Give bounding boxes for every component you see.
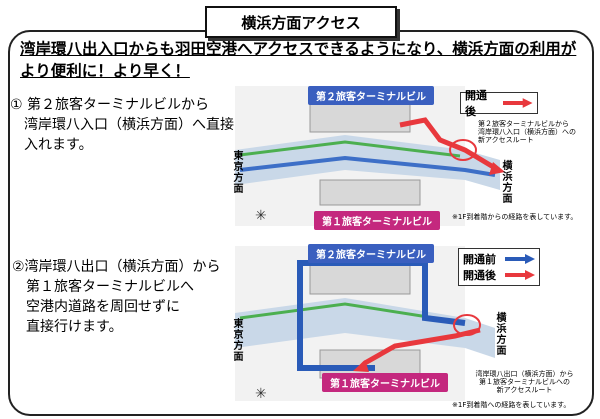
- map2-legend: 開通前 開通後: [458, 248, 540, 286]
- map1-legend-after-label: 開通後: [465, 89, 487, 118]
- map1-route-note: 第２旅客ターミナルビルから 湾岸環八入口（横浜方面）への 新アクセスルート: [478, 120, 576, 144]
- map1-compass-icon: ✳: [255, 208, 267, 224]
- map1-terminal2-label: 第２旅客ターミナルビル: [308, 86, 434, 105]
- map1-tokyo-label: 東京方面: [231, 150, 242, 194]
- map2-yokohama-label: 横浜方面: [494, 312, 505, 356]
- page-title: 横浜方面アクセス: [205, 6, 397, 38]
- map1-road-blue: [239, 155, 496, 177]
- headline: 湾岸環八出入口からも羽田空港へアクセスできるようになり、横浜方面の利用がより便利…: [20, 40, 577, 80]
- map1-road-green: [239, 140, 461, 158]
- map1-terminal2-building: [309, 101, 411, 133]
- map2-footnote: ※1F到着階への経路を表しています。: [452, 401, 571, 409]
- map2-terminal2-label: 第２旅客ターミナルビル: [308, 244, 434, 263]
- red-arrow-icon: [503, 98, 533, 108]
- map2-terminal1-label: 第１旅客ターミナルビル: [322, 373, 448, 392]
- blue-arrow-icon: [505, 254, 535, 264]
- map1-new-route: [399, 117, 497, 171]
- step1-text: ① 第２旅客ターミナルビルから 湾岸環八入口（横浜方面）へ直接 入れます。: [10, 97, 234, 153]
- map2-legend-before-label: 開通前: [463, 253, 496, 266]
- red-arrow-icon: [505, 270, 535, 280]
- map1-terminal1-label: 第１旅客ターミナルビル: [314, 211, 440, 230]
- map2-terminal2-building: [309, 263, 411, 295]
- map2-legend-before: 開通前: [463, 251, 535, 267]
- step2-text: ②湾岸環八出口（横浜方面）から 第１旅客ターミナルビルへ 空港内道路を周回せずに…: [12, 259, 221, 335]
- map2-road-green: [239, 302, 461, 324]
- map1-footnote: ※1F到着階からの経路を表しています。: [452, 213, 578, 221]
- map1-legend-after: 開通後: [465, 89, 533, 118]
- map1-legend: 開通後: [460, 89, 538, 118]
- map1-terminal1-building: [319, 179, 421, 206]
- map2-old-route: [297, 260, 466, 371]
- map1-yokohama-label: 横浜方面: [500, 160, 511, 204]
- map2-compass-icon: ✳: [255, 386, 267, 402]
- map2-legend-after-label: 開通後: [463, 269, 496, 282]
- airport-map-1: ✳: [235, 86, 505, 226]
- map1-highlight-circle: [449, 139, 477, 161]
- map2-new-route-arrow: [353, 360, 369, 372]
- map2-route-note: 湾岸環八出口（横浜方面）から 第１旅客ターミナルビルへの 新アクセスルート: [475, 370, 574, 394]
- map1-new-route-arrow: [489, 162, 505, 175]
- map2-tokyo-label: 東京方面: [231, 318, 242, 362]
- map2-legend-after: 開通後: [463, 267, 535, 283]
- map2-highlight-circle: [453, 314, 481, 336]
